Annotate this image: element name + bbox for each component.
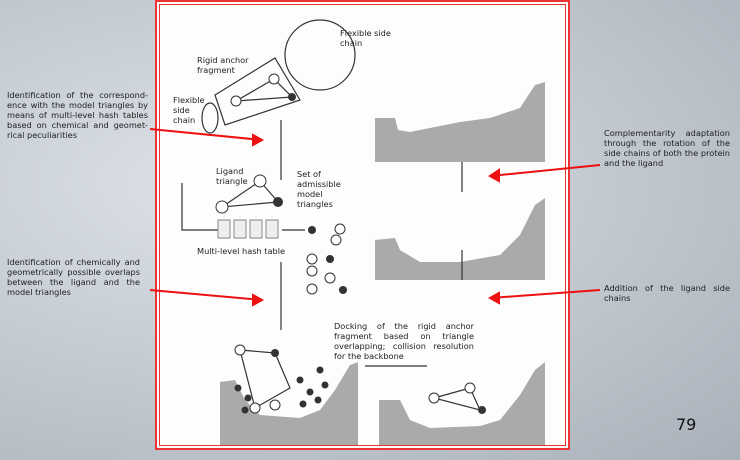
label-docking: Docking of the rigid anchor fragment bas… [334, 321, 474, 361]
page-number: 79 [676, 415, 697, 434]
label-admissible-set: Set of admissible model triangles [297, 169, 341, 209]
protein-surface-middle [375, 198, 545, 280]
docked-triangle [431, 387, 482, 411]
label-flexible-side-chain-left: Flexible side chain [173, 95, 205, 125]
protein-surfaces [220, 82, 545, 445]
note-correspondence: Identification of the correspond-ence wi… [7, 90, 148, 140]
label-ligand-triangle: Ligand triangle [216, 166, 248, 186]
protein-surface-left [220, 362, 358, 445]
label-flexible-side-chain-top: Flexible side chain [340, 28, 391, 48]
ligand-triangle-shape [219, 180, 280, 208]
label-hash-table: Multi-level hash table [197, 246, 286, 256]
protein-surface-top [375, 82, 545, 162]
label-rigid-anchor: Rigid anchor fragment [197, 55, 249, 75]
note-complementarity: Complementarity adaptation through the r… [604, 128, 730, 168]
note-overlaps: Identification of chemically and geometr… [7, 257, 140, 297]
hash-table-cells [217, 219, 279, 239]
note-addition: Addition of the ligand side chains [604, 283, 730, 303]
overlap-box [239, 349, 291, 409]
hash-bracket [181, 183, 220, 231]
anchor-triangle [235, 78, 294, 102]
flexible-side-chain-ellipse [201, 102, 219, 134]
red-arrows [149, 128, 601, 307]
protein-surface-right [379, 362, 545, 445]
rigid-anchor-box [214, 57, 301, 126]
flexible-side-chain-circle [284, 19, 356, 91]
